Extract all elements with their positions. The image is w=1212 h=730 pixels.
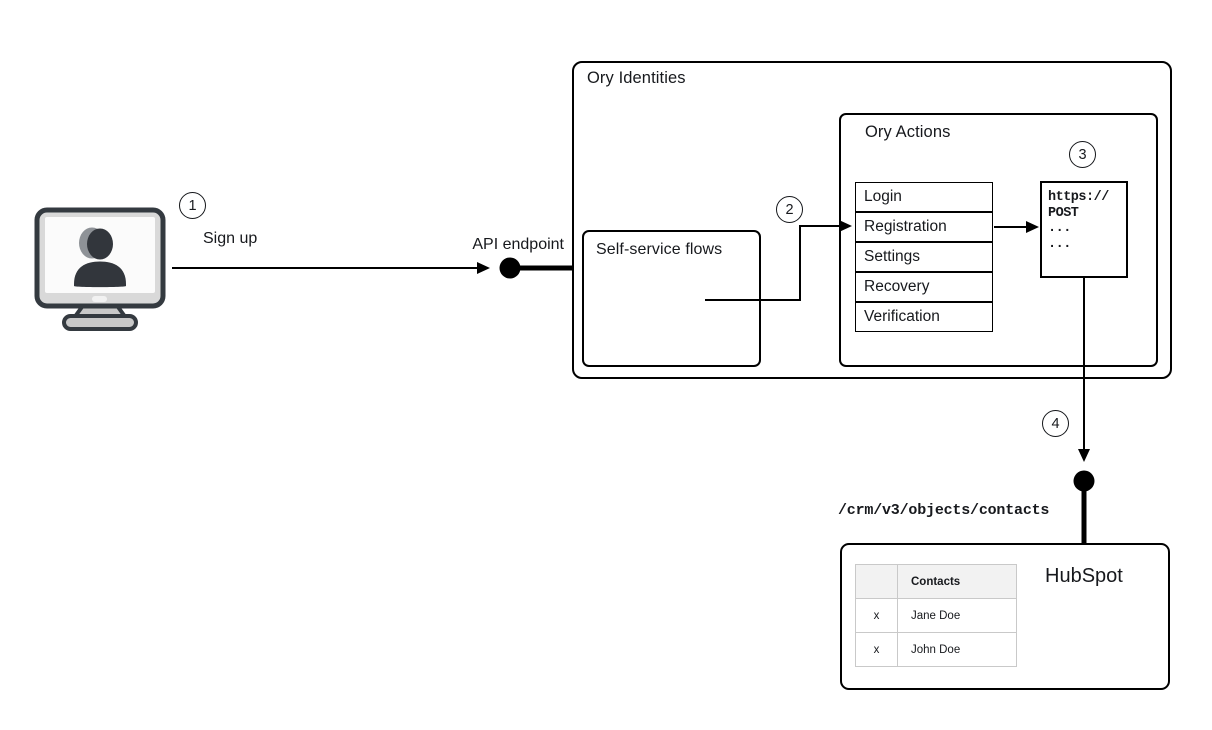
- webhook-code-line-4: ...: [1048, 236, 1071, 252]
- sign-up-label: Sign up: [203, 230, 258, 247]
- table-row: x Jane Doe: [855, 598, 1017, 633]
- ory-actions-box: [839, 113, 1158, 367]
- signup-arrowhead: [477, 262, 490, 274]
- contact-mark-cell: x: [855, 598, 898, 633]
- flow-row-login: Login: [855, 182, 993, 212]
- flow-label-verification: Verification: [864, 308, 940, 325]
- contact-name-cell: Jane Doe: [897, 598, 1017, 633]
- api-endpoint-dot: [499, 257, 521, 279]
- ory-identities-box: [572, 61, 1172, 379]
- contacts-header-row: Contacts: [855, 564, 1017, 599]
- hubspot-title: HubSpot: [1045, 565, 1123, 587]
- step-number-1: 1: [188, 197, 197, 214]
- hubspot-endpoint-dot: [1073, 470, 1095, 492]
- step-badge-4: 4: [1042, 410, 1069, 437]
- monitor-button: [92, 296, 107, 302]
- step-number-2: 2: [785, 201, 794, 218]
- self-service-flows-title: Self-service flows: [596, 241, 723, 258]
- contacts-table: Contacts x Jane Doe x John Doe: [855, 564, 1017, 667]
- contact-mark-cell: x: [855, 632, 898, 667]
- ory-identities-title: Ory Identities: [587, 69, 686, 87]
- monitor-stand-base: [62, 314, 138, 331]
- self-service-flows-box: [582, 230, 761, 367]
- webhook-code-line-2: POST: [1048, 205, 1079, 221]
- user-computer-icon: [34, 206, 166, 334]
- step-number-3: 3: [1078, 146, 1087, 163]
- hubspot-box: [840, 543, 1170, 690]
- ory-actions-title: Ory Actions: [865, 123, 951, 141]
- flow-row-registration: Registration: [855, 212, 993, 242]
- monitor-user-graphic: [34, 207, 166, 331]
- flow-row-settings: Settings: [855, 242, 993, 272]
- flow-label-recovery: Recovery: [864, 278, 930, 295]
- user-shoulders-silhouette: [74, 261, 126, 288]
- contact-name-cell: John Doe: [897, 632, 1017, 667]
- webhook-code-box: https:// POST ... ...: [1040, 181, 1128, 278]
- flow-label-login: Login: [864, 188, 902, 205]
- webhook-code-line-1: https://: [1048, 190, 1109, 205]
- flow-label-settings: Settings: [864, 248, 921, 265]
- user-head-silhouette: [87, 228, 113, 260]
- flow-row-verification: Verification: [855, 302, 993, 332]
- flows-list: Login Registration Settings Recovery Ver…: [855, 182, 993, 332]
- flow-label-registration: Registration: [864, 218, 947, 235]
- contacts-header-blank-cell: [855, 564, 898, 599]
- webhook-code-line-3: ...: [1048, 221, 1071, 236]
- step-badge-1: 1: [179, 192, 206, 219]
- webhook-to-hubspot-arrowhead: [1078, 449, 1090, 462]
- contacts-header-cell: Contacts: [897, 564, 1017, 599]
- api-endpoint-label: API endpoint: [472, 236, 564, 253]
- crm-path-label: /crm/v3/objects/contacts: [838, 502, 1050, 519]
- step-badge-3: 3: [1069, 141, 1096, 168]
- step-badge-2: 2: [776, 196, 803, 223]
- table-row: x John Doe: [855, 632, 1017, 667]
- step-number-4: 4: [1051, 415, 1060, 432]
- flow-row-recovery: Recovery: [855, 272, 993, 302]
